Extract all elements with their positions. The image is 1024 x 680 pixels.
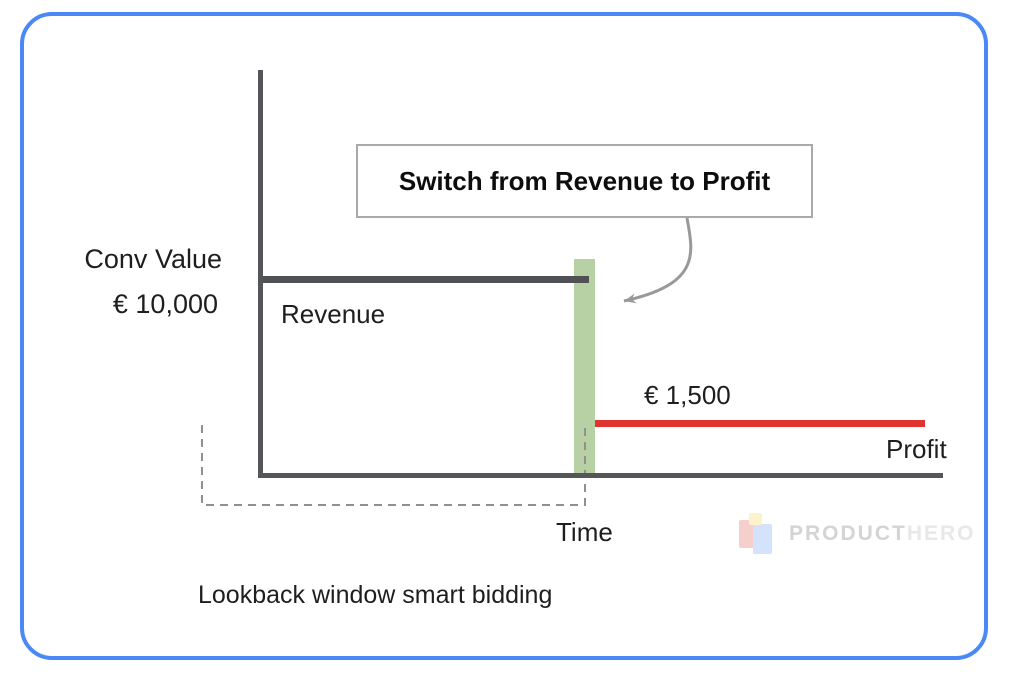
switch-moment-bar	[574, 259, 595, 477]
lookback-window-label: Lookback window smart bidding	[198, 581, 553, 609]
logo-blue-block	[753, 524, 772, 554]
callout-box: Switch from Revenue to Profit	[356, 144, 813, 218]
producthero-logo-icon	[737, 511, 777, 557]
y-axis-title: Conv Value	[84, 244, 222, 274]
callout-arrow-icon	[623, 217, 693, 304]
diagram-frame	[20, 12, 988, 660]
logo-yellow-block	[749, 513, 762, 525]
producthero-wordmark: PRODUCTHERO	[789, 522, 976, 546]
producthero-watermark: PRODUCTHERO	[737, 511, 976, 557]
wordmark-hero: HERO	[906, 522, 976, 545]
logo-red-block	[739, 520, 754, 548]
profit-value-label: € 1,500	[644, 380, 731, 410]
wordmark-product: PRODUCT	[789, 522, 907, 545]
x-axis-title: Time	[556, 517, 613, 547]
profit-series-label: Profit	[886, 434, 947, 464]
y-axis-value: € 10,000	[112, 289, 218, 319]
lookback-window-bracket	[201, 425, 586, 506]
revenue-series-label: Revenue	[281, 299, 386, 329]
